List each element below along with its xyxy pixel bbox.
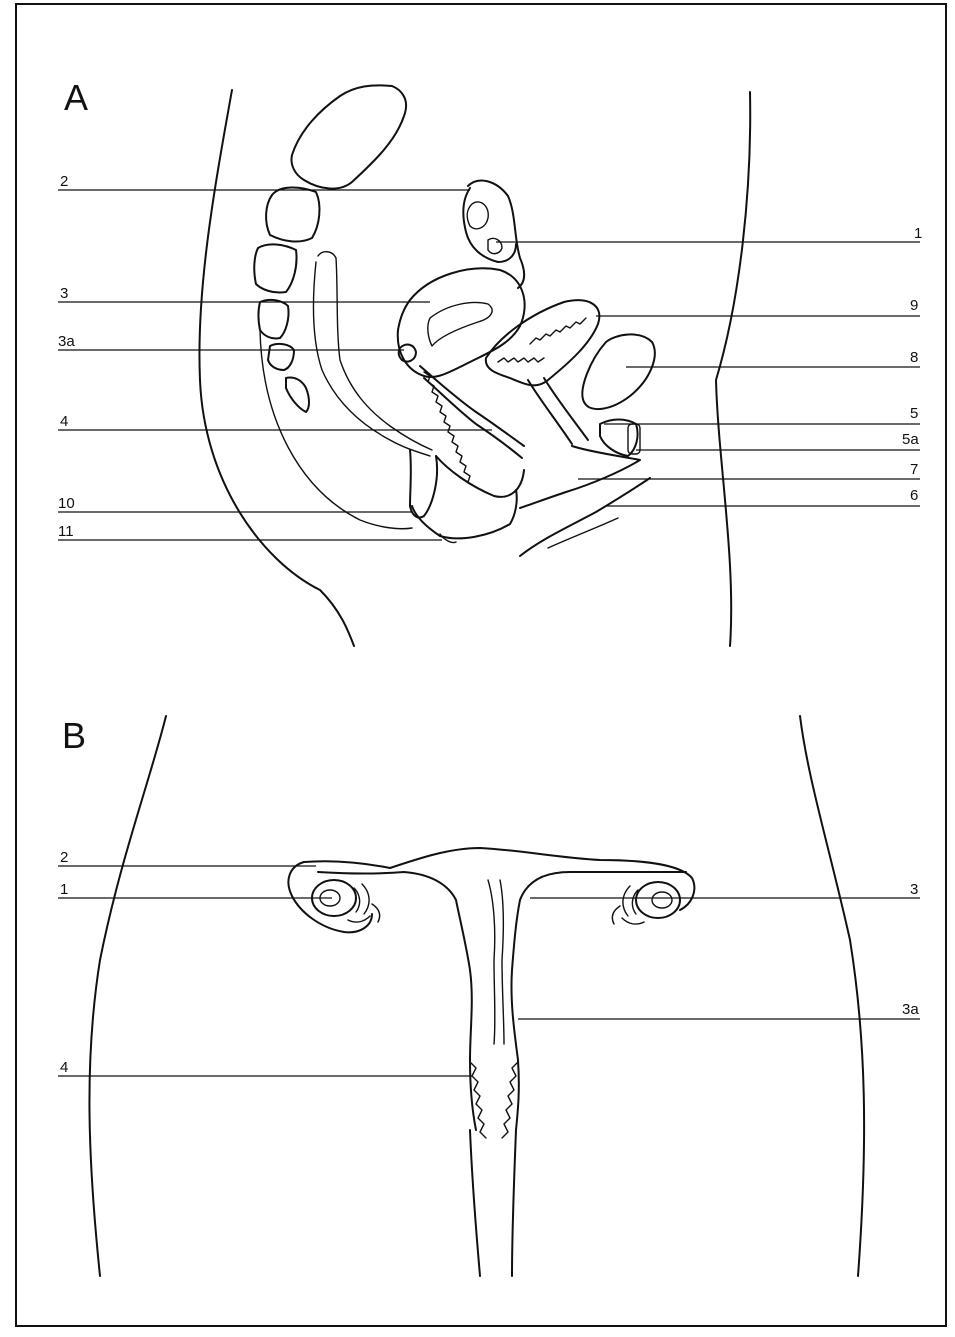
label-a-10: 10	[58, 495, 75, 512]
panel-b-body-outline	[89, 716, 864, 1276]
panel-a-vulva	[520, 446, 650, 556]
panel-a-body-outline	[199, 90, 750, 646]
label-b-1: 1	[60, 881, 68, 898]
panel-b-uterus	[288, 848, 694, 1276]
panel-a-spine	[254, 85, 432, 456]
panel-a-bladder	[486, 300, 600, 385]
label-a-2: 2	[60, 173, 68, 190]
label-a-5: 5	[910, 405, 918, 422]
panel-b-letter: B	[62, 715, 86, 756]
panel-a-uterus	[398, 268, 525, 377]
panel-a-letter: A	[64, 77, 88, 118]
panel-a-leaders	[58, 190, 920, 540]
panel-b-labels: 2 1 3 3a 4	[60, 849, 919, 1076]
label-b-4: 4	[60, 1059, 68, 1076]
panel-a-labels: 2 1 3 9 3a 8 4 5 5a 7 10 6 11	[58, 173, 922, 540]
panel-a-urethra	[528, 378, 588, 444]
label-b-2: 2	[60, 849, 68, 866]
label-a-6: 6	[910, 487, 918, 504]
label-a-8: 8	[910, 349, 918, 366]
label-a-7: 7	[910, 461, 918, 478]
panel-a-vagina	[420, 366, 524, 482]
panel-a-pubic-bone	[582, 334, 654, 409]
panel-b-leaders	[58, 866, 920, 1076]
label-a-9: 9	[910, 297, 918, 314]
panel-a: A	[58, 77, 922, 646]
panel-a-rectum	[410, 450, 524, 543]
label-a-11: 11	[58, 523, 74, 540]
panel-a-clitoris	[600, 420, 640, 457]
label-a-3: 3	[60, 285, 68, 302]
panel-a-tube-ovary	[463, 181, 524, 288]
panel-b: B	[58, 715, 920, 1276]
label-a-3a: 3a	[58, 333, 75, 350]
label-b-3: 3	[910, 881, 918, 898]
label-a-4: 4	[60, 413, 68, 430]
panel-b-ovaries	[312, 880, 680, 924]
label-b-3a: 3a	[902, 1001, 919, 1018]
label-a-5a: 5a	[902, 431, 919, 448]
label-a-1: 1	[914, 225, 922, 242]
